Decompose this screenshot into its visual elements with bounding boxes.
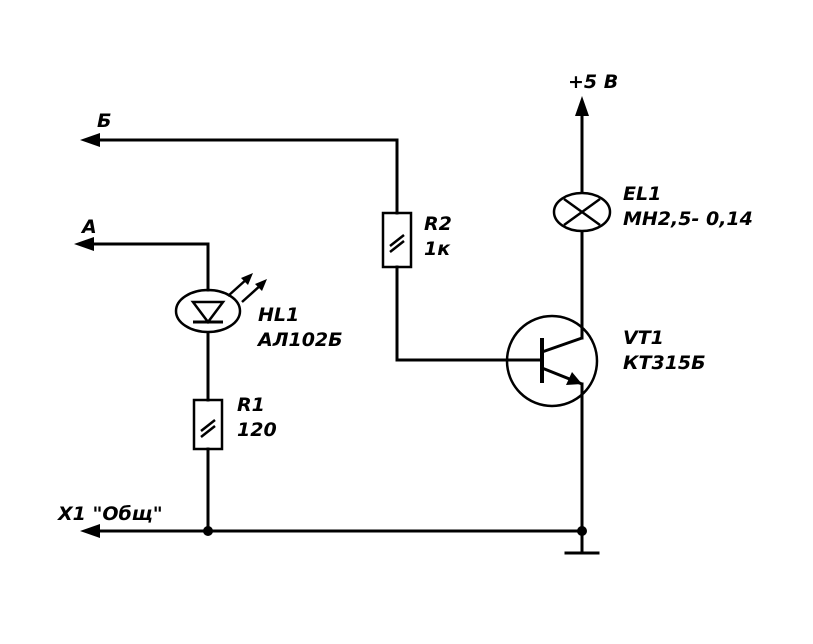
diode-triangle-icon: [190, 300, 226, 325]
supply-arrow-icon: [575, 96, 589, 116]
wires: [88, 110, 584, 554]
r2-ref-label: R2: [424, 213, 452, 235]
lamp-value-label: МН2,5- 0,14: [623, 208, 753, 230]
transistor-ref-label: VT1: [623, 327, 664, 349]
transistor-value-label: КТ315Б: [623, 352, 706, 374]
led-ref-label: HL1: [258, 304, 299, 326]
led-value-label: АЛ102Б: [256, 329, 343, 351]
r1-value-label: 120: [237, 419, 277, 441]
junction-dot-emitter: [577, 526, 587, 536]
input-b-arrow-icon: [80, 133, 100, 147]
wire-input-b: [93, 138, 399, 215]
labels: +5 В Б А X1 "Общ" R2 1к HL1 АЛ102Б R1 12…: [57, 71, 753, 525]
r1-ref-label: R1: [237, 394, 265, 416]
resistor-mark-icon: [389, 234, 405, 247]
lamp-el1: [552, 191, 612, 233]
common-arrow-icon: [80, 524, 100, 538]
input-a-label: А: [80, 216, 97, 238]
transistor-vt1: [505, 314, 599, 408]
lamp-ref-label: EL1: [623, 183, 661, 205]
input-a-arrow-icon: [74, 237, 94, 251]
common-label: X1 "Общ": [57, 503, 163, 525]
resistor-mark-icon: [200, 419, 216, 432]
junction-dot-r1: [203, 526, 213, 536]
wire-input-a: [88, 242, 210, 292]
resistor-r1: [192, 398, 224, 451]
r2-value-label: 1к: [424, 238, 451, 260]
input-b-label: Б: [97, 110, 111, 132]
terminals: [74, 96, 600, 555]
supply-label: +5 В: [568, 71, 618, 93]
resistor-r2: [381, 211, 413, 269]
wire-r2-base: [395, 265, 510, 362]
transistor-collector-icon: [541, 336, 583, 354]
led-hl1: [174, 273, 267, 334]
emitter-arrow-icon: [566, 372, 582, 385]
